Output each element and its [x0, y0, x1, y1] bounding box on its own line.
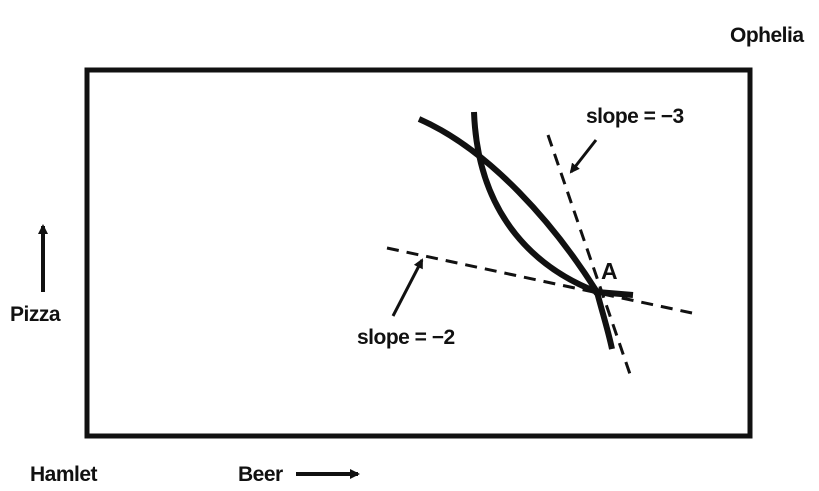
edgeworth-box	[84, 67, 753, 439]
beer-label: Beer	[238, 463, 283, 486]
point-a-label: A	[601, 258, 617, 284]
indifference-curve-2	[471, 111, 615, 350]
slope-lower-label: slope = −2	[357, 326, 455, 349]
point-a-dot	[593, 288, 601, 296]
tangent-line-slope-3	[546, 134, 634, 381]
slope-lower-arrow	[391, 258, 424, 317]
ophelia-label: Ophelia	[730, 24, 804, 47]
slope-upper-label: slope = −3	[586, 105, 684, 128]
hamlet-label: Hamlet	[30, 463, 98, 486]
slope-upper-arrow	[569, 139, 598, 174]
indifference-curve-1	[417, 116, 634, 298]
pizza-label: Pizza	[10, 303, 61, 326]
tangent-line-slope-2	[386, 246, 693, 315]
